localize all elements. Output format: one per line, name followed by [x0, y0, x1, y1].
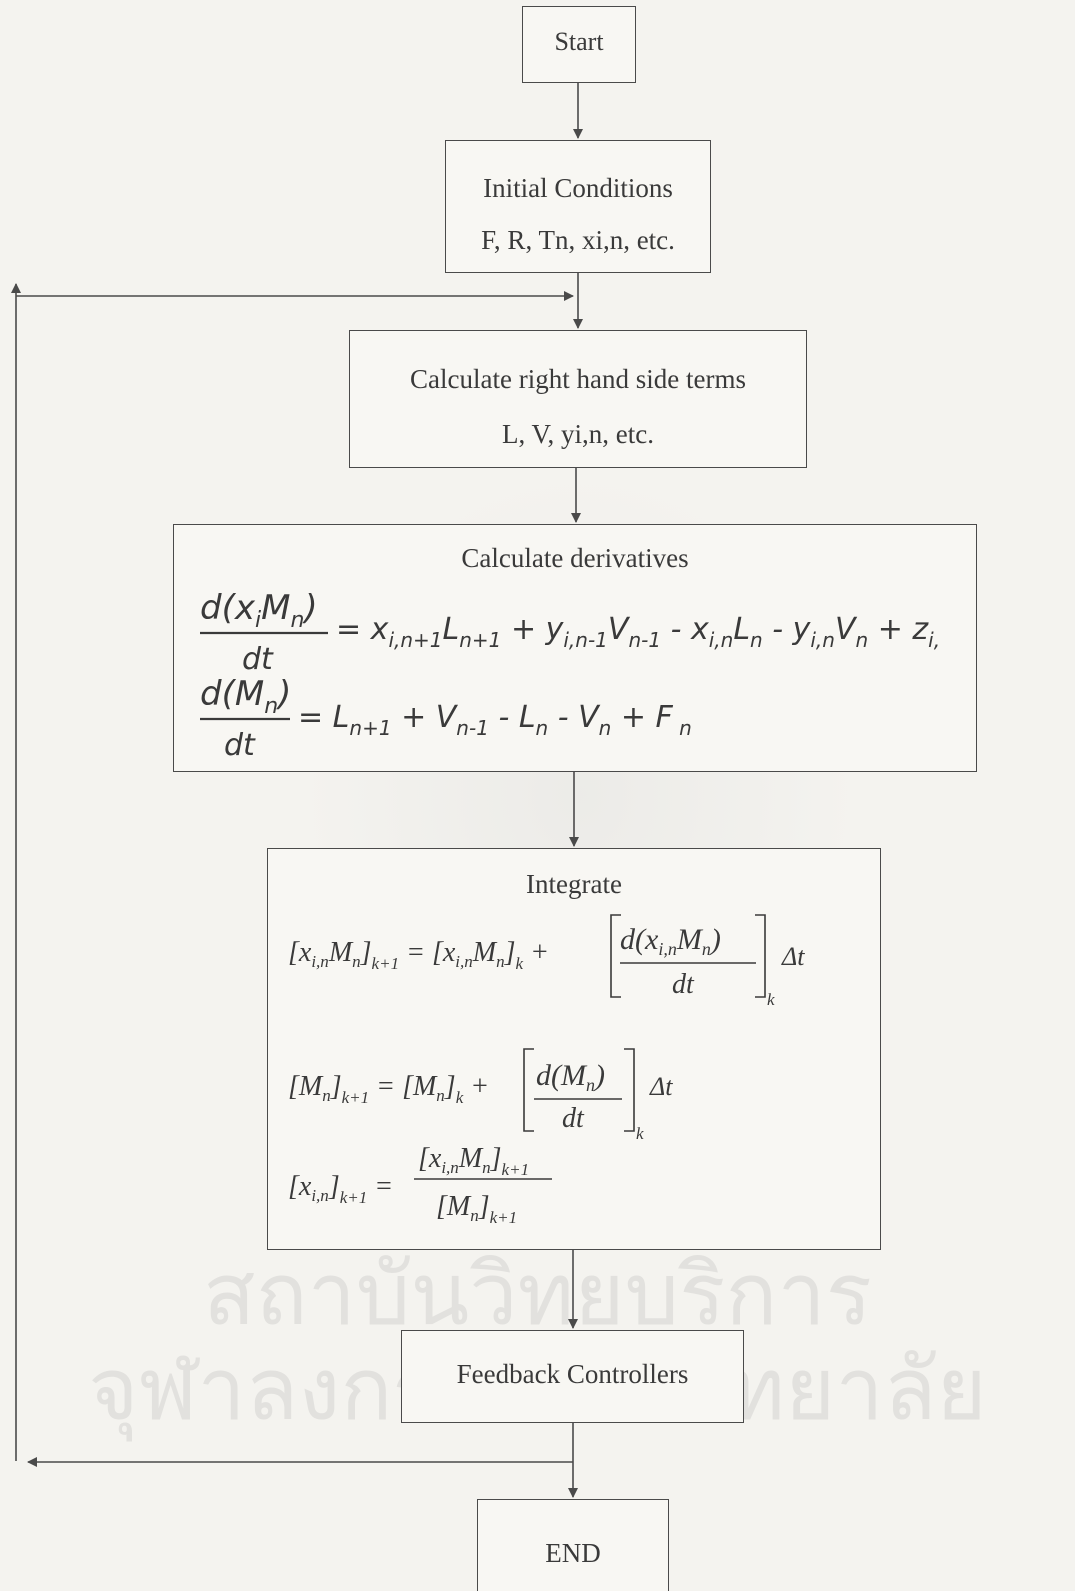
svg-text:d(xiMn): d(xiMn): [200, 588, 318, 633]
initial-conditions-node: Initial Conditions F, R, Tn, xi,n, etc.: [445, 140, 711, 273]
svg-text:[Mn]k+1: [Mn]k+1: [436, 1191, 517, 1227]
initial-conditions-title: Initial Conditions: [483, 173, 673, 203]
feedback-controllers-label: Feedback Controllers: [456, 1359, 689, 1389]
svg-text:k: k: [636, 1124, 644, 1143]
svg-text:Δt: Δt: [781, 942, 805, 971]
integrate-eq3: [xi,n]k+1 = [xi,nMn]k+1 [Mn]k+1: [288, 1143, 552, 1227]
integrate-eq1: [xi,nMn]k+1 = [xi,nMn]k + d(xi,nMn) dt k…: [288, 914, 805, 1009]
derivatives-title: Calculate derivatives: [461, 543, 689, 573]
svg-text:[xi,nMn]k+1 = [xi,nMn]k +: [xi,nMn]k+1 = [xi,nMn]k +: [288, 937, 549, 973]
integrate-node: Integrate [xi,nMn]k+1 = [xi,nMn]k + d(xi…: [267, 848, 881, 1250]
end-label: END: [545, 1538, 601, 1568]
rhs-node: Calculate right hand side terms L, V, yi…: [349, 330, 807, 468]
rhs-title: Calculate right hand side terms: [410, 364, 746, 394]
svg-text:dt: dt: [562, 1103, 585, 1134]
svg-text:[xi,nMn]k+1: [xi,nMn]k+1: [418, 1143, 529, 1179]
derivatives-eq2: d(Mn) dt = Ln+1 + Vn-1 - Ln - Vn + F n: [198, 665, 798, 765]
svg-text:= Ln+1 + Vn-1 - Ln - Vn + F n: = Ln+1 + Vn-1 - Ln - Vn + F n: [298, 700, 692, 740]
svg-text:dt: dt: [672, 969, 695, 1000]
svg-text:[xi,n]k+1 =: [xi,n]k+1 =: [288, 1171, 393, 1207]
svg-text:dt: dt: [242, 642, 274, 675]
svg-text:Δt: Δt: [649, 1072, 673, 1101]
derivatives-eq1: d(xiMn) dt = xi,n+1Ln+1 + yi,n-1Vn-1 - x…: [198, 575, 973, 675]
svg-text:d(xi,nMn): d(xi,nMn): [620, 923, 721, 959]
initial-conditions-vars: F, R, Tn, xi,n, etc.: [481, 225, 675, 255]
integrate-title: Integrate: [526, 869, 622, 899]
svg-text:k: k: [767, 990, 775, 1009]
start-label: Start: [554, 27, 604, 56]
end-node: END: [477, 1499, 669, 1591]
svg-text:d(Mn): d(Mn): [536, 1059, 605, 1095]
rhs-vars: L, V, yi,n, etc.: [502, 419, 654, 449]
watermark-line-1: สถาบันวิทยบริการ: [203, 1245, 872, 1345]
svg-text:d(Mn): d(Mn): [200, 674, 291, 719]
derivatives-node: Calculate derivatives d(xiMn) dt = xi,n+…: [173, 524, 977, 772]
integrate-equations: [xi,nMn]k+1 = [xi,nMn]k + d(xi,nMn) dt k…: [288, 914, 805, 1227]
svg-text:dt: dt: [224, 728, 256, 763]
svg-text:[Mn]k+1 = [Mn]k +: [Mn]k+1 = [Mn]k +: [288, 1071, 489, 1107]
integrate-eq2: [Mn]k+1 = [Mn]k + d(Mn) dt k Δt: [288, 1048, 673, 1143]
start-node: Start: [522, 6, 636, 83]
feedback-controllers-node: Feedback Controllers: [401, 1330, 744, 1423]
svg-text:= xi,n+1Ln+1 + yi,n-1Vn-1 - xi: = xi,n+1Ln+1 + yi,n-1Vn-1 - xi,nLn - yi,…: [336, 612, 940, 652]
